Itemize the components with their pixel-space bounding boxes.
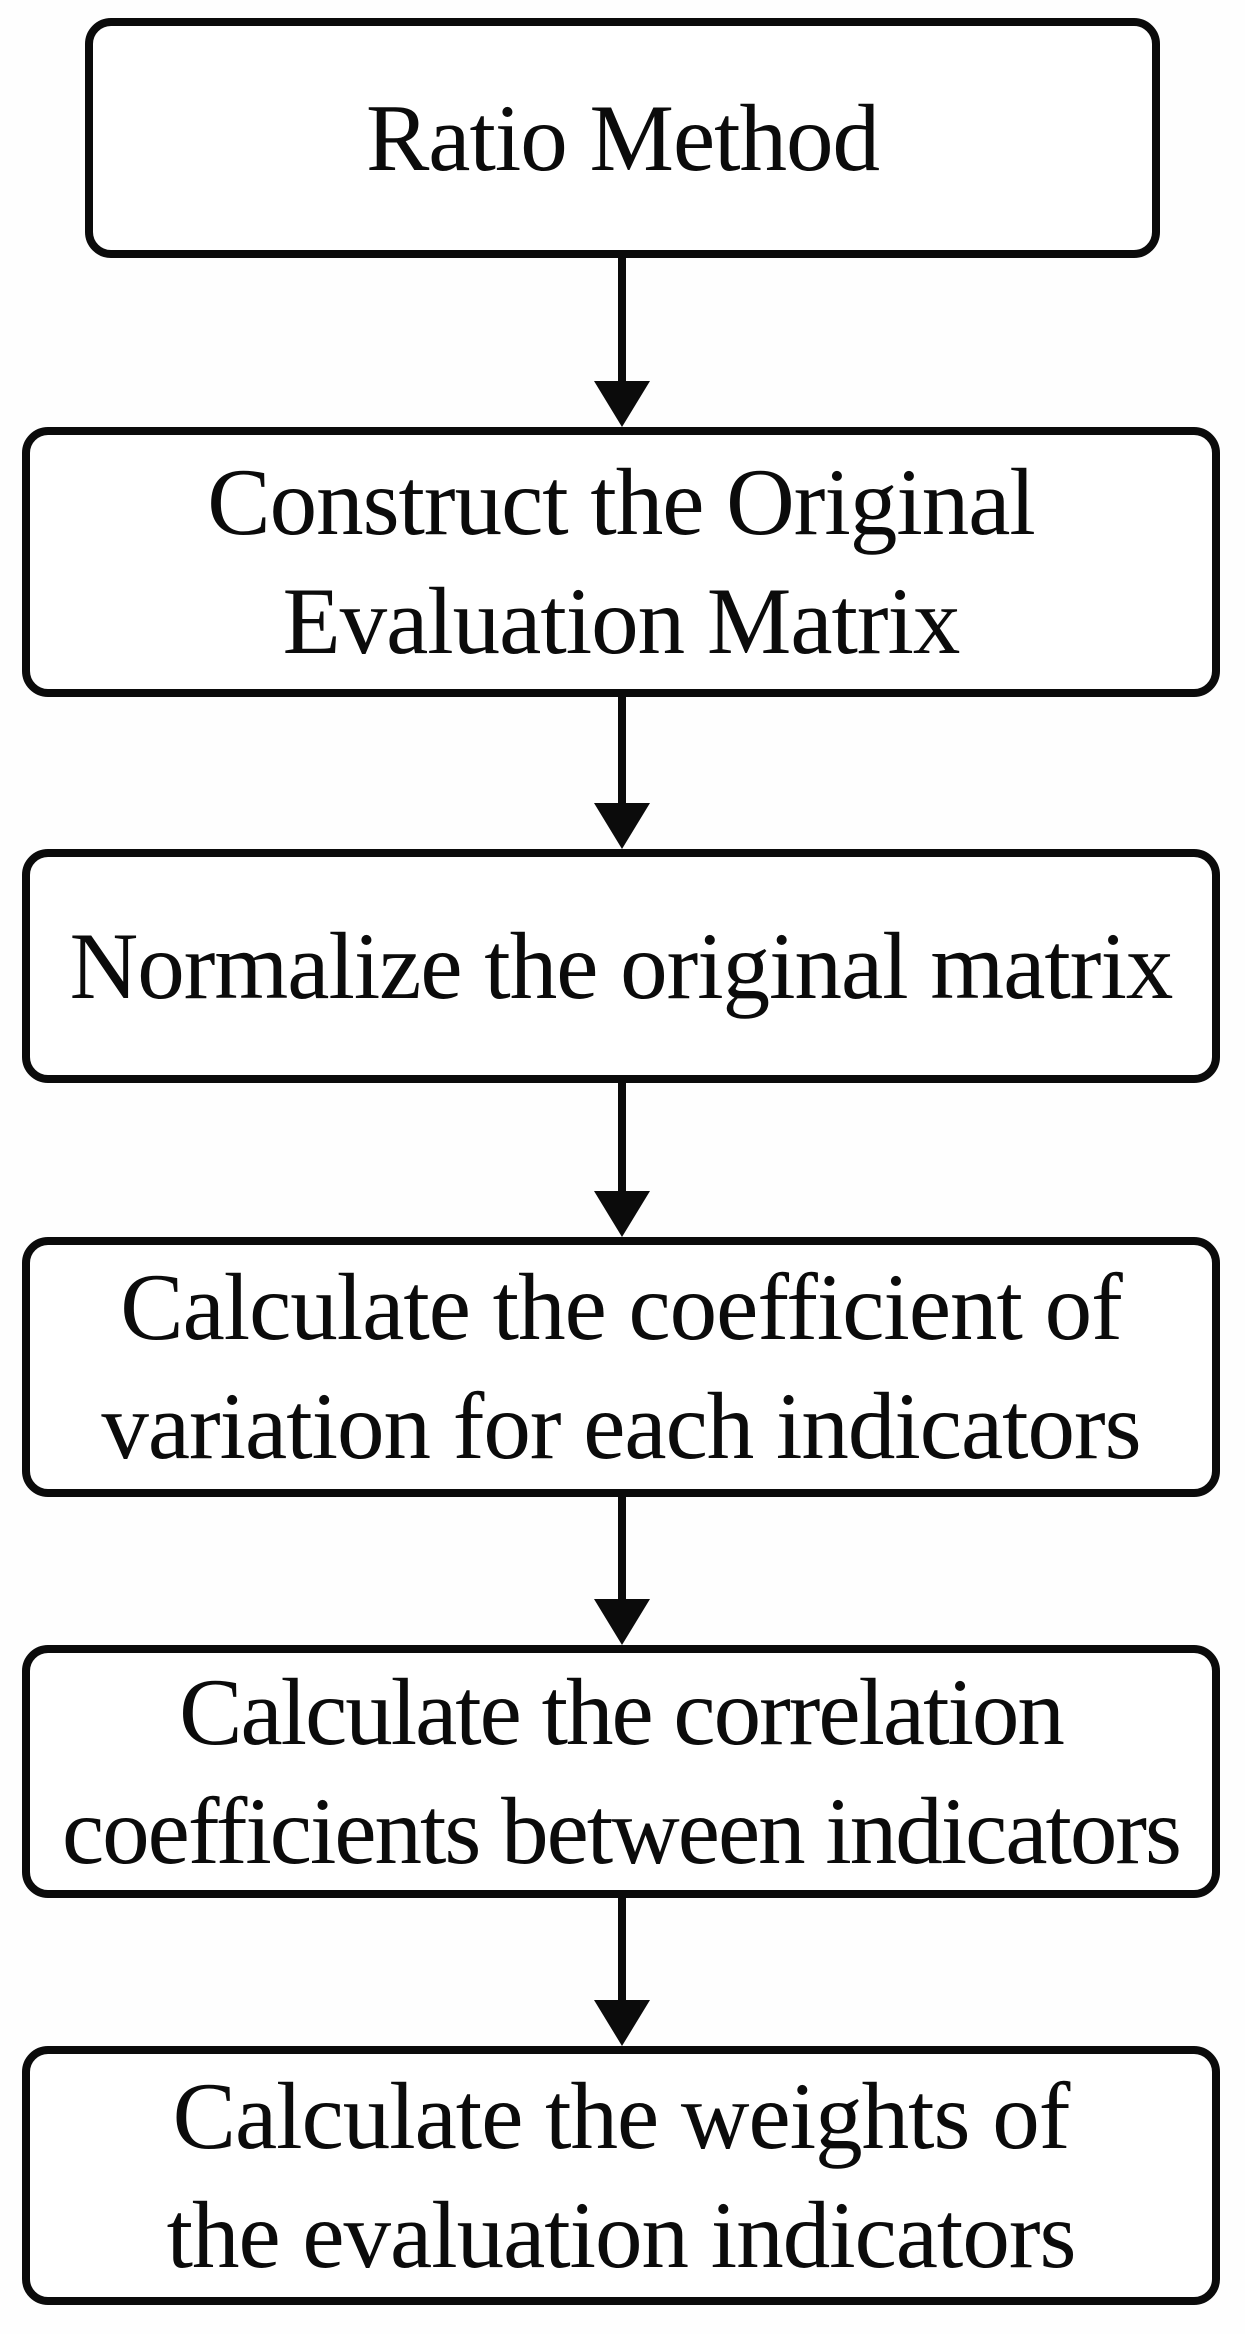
flow-step-label: Calculate the correlation xyxy=(179,1658,1065,1765)
arrow-down-icon xyxy=(594,2000,650,2046)
arrow-down-icon xyxy=(594,803,650,849)
flow-arrow-2 xyxy=(594,697,650,849)
arrow-stem xyxy=(618,1898,626,2006)
arrow-stem xyxy=(618,1497,626,1605)
flow-step-label: the evaluation indicators xyxy=(166,2181,1077,2288)
arrow-stem xyxy=(618,1083,626,1197)
arrow-down-icon xyxy=(594,1191,650,1237)
flow-arrow-4 xyxy=(594,1497,650,1645)
flow-step-label: variation for each indicators xyxy=(101,1373,1141,1479)
flow-step-label: Construct the Original xyxy=(207,449,1036,555)
flow-step-construct-original-evaluation-matrix: Construct the Original Evaluation Matrix xyxy=(22,427,1220,697)
arrow-down-icon xyxy=(594,381,650,427)
flow-step-label: Normalize the original matrix xyxy=(69,912,1174,1019)
flow-arrow-5 xyxy=(594,1898,650,2046)
flow-step-label: Calculate the coefficient of xyxy=(120,1254,1123,1360)
flow-step-label: Calculate the weights of xyxy=(172,2062,1071,2169)
flow-step-label: Evaluation Matrix xyxy=(282,568,961,674)
arrow-stem xyxy=(618,697,626,809)
flow-step-weights-of-evaluation-indicators: Calculate the weights of the evaluation … xyxy=(22,2046,1220,2305)
flow-step-label: Ratio Method xyxy=(365,84,880,191)
flow-arrow-3 xyxy=(594,1083,650,1237)
arrow-down-icon xyxy=(594,1599,650,1645)
flow-step-coefficient-of-variation: Calculate the coefficient of variation f… xyxy=(22,1237,1220,1497)
flow-step-correlation-coefficients: Calculate the correlation coefficients b… xyxy=(22,1645,1220,1898)
flow-arrow-1 xyxy=(594,258,650,427)
arrow-stem xyxy=(618,258,626,387)
flow-step-normalize-original-matrix: Normalize the original matrix xyxy=(22,849,1220,1083)
flow-step-ratio-method: Ratio Method xyxy=(85,18,1160,258)
flow-step-label: coefficients between indicators xyxy=(62,1777,1182,1884)
